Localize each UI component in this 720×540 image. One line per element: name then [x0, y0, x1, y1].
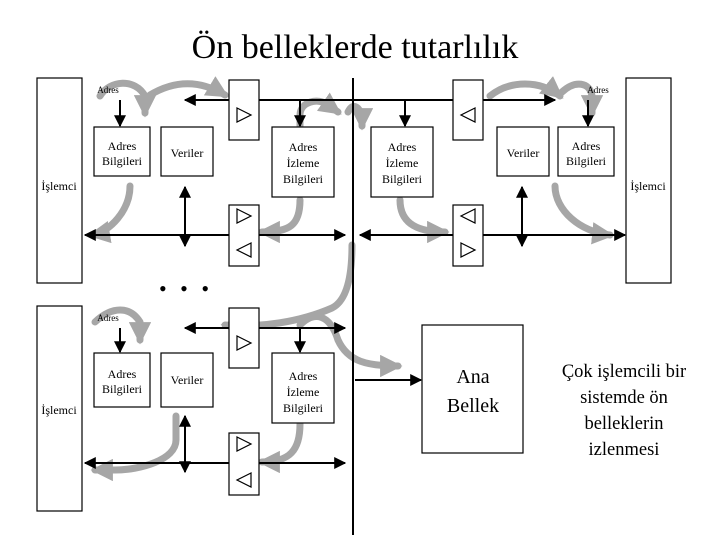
caption-line: Çok işlemcili bir — [562, 362, 686, 382]
data-box — [496, 126, 550, 177]
labels: İşlemci İşlemci İşlemci Adres Adres Adre… — [41, 85, 686, 460]
address-info-box — [557, 126, 615, 177]
data-label: Veriler — [171, 373, 204, 387]
address-info-box — [93, 352, 151, 408]
triangle-left-icon — [459, 208, 476, 224]
processor-label: İşlemci — [41, 179, 77, 193]
snoop-path — [296, 313, 403, 378]
snoop-info-label: İzleme — [287, 385, 320, 399]
caption-line: sistemde ön — [580, 388, 668, 408]
triangle-left-icon — [235, 242, 252, 258]
triangle-left-icon — [235, 472, 252, 488]
address-label: Adres — [587, 85, 609, 95]
memory-label: Bellek — [447, 395, 499, 417]
address-info-label: Bilgileri — [102, 382, 143, 396]
snoop-info-label: Adres — [289, 369, 318, 383]
triangle-right-icon — [460, 242, 477, 258]
triangle-right-icon — [236, 335, 253, 351]
caption-line: belleklerin — [584, 414, 663, 434]
snoop-path — [396, 196, 450, 244]
snoop-path — [87, 182, 134, 244]
snoop-info-label: Adres — [289, 140, 318, 154]
bus-lines — [83, 78, 627, 535]
snoop-path — [257, 420, 304, 474]
snoop-path — [146, 76, 229, 99]
snoop-info-label: Bilgileri — [283, 401, 324, 415]
snoop-info-box — [271, 126, 335, 198]
buffer-box — [228, 79, 260, 141]
buffer-box — [452, 204, 484, 267]
processor-label: İşlemci — [41, 403, 77, 417]
data-box — [160, 126, 214, 177]
snoop-path — [296, 92, 342, 130]
snoop-path — [486, 76, 564, 100]
ellipsis: • • • — [159, 276, 213, 301]
data-label: Veriler — [507, 146, 540, 160]
snoop-info-label: İzleme — [287, 156, 320, 170]
snoop-info-label: Adres — [388, 140, 417, 154]
snoop-info-box — [370, 126, 434, 198]
triangle-right-icon — [236, 436, 253, 452]
memory-label: Ana — [456, 366, 489, 388]
snoop-info-label: İzleme — [386, 156, 419, 170]
triangle-right-icon — [236, 107, 253, 123]
buffer-box — [228, 307, 260, 369]
component-boxes — [36, 77, 672, 512]
snoop-path — [558, 80, 604, 118]
snoop-path — [257, 196, 304, 244]
buffer-triangles — [228, 79, 484, 496]
processor-label: İşlemci — [630, 179, 666, 193]
address-info-label: Adres — [572, 139, 601, 153]
address-info-box — [93, 126, 151, 177]
snoop-path — [91, 306, 152, 345]
snoop-info-box — [271, 352, 335, 424]
data-label: Veriler — [171, 146, 204, 160]
main-memory-box — [421, 324, 524, 454]
processor-box — [36, 77, 83, 284]
snoop-path — [90, 412, 180, 482]
triangle-right-icon — [236, 208, 253, 224]
processor-box — [36, 305, 83, 512]
snoop-info-label: Bilgileri — [382, 172, 423, 186]
snoop-path — [96, 79, 157, 118]
data-box — [160, 352, 214, 408]
caption-line: izlenmesi — [589, 440, 660, 460]
processor-box — [625, 77, 672, 284]
address-info-label: Adres — [108, 139, 137, 153]
buffer-box — [452, 79, 484, 141]
address-label: Adres — [97, 85, 119, 95]
address-info-label: Bilgileri — [566, 154, 607, 168]
slide-title: Ön belleklerde tutarlılık — [192, 29, 519, 66]
triangle-left-icon — [459, 107, 476, 123]
address-label: Adres — [97, 313, 119, 323]
address-info-label: Adres — [108, 367, 137, 381]
snoop-path — [344, 103, 374, 131]
address-info-label: Bilgileri — [102, 154, 143, 168]
buffer-box — [228, 204, 260, 267]
snoop-info-label: Bilgileri — [283, 172, 324, 186]
snoop-path — [551, 182, 615, 245]
